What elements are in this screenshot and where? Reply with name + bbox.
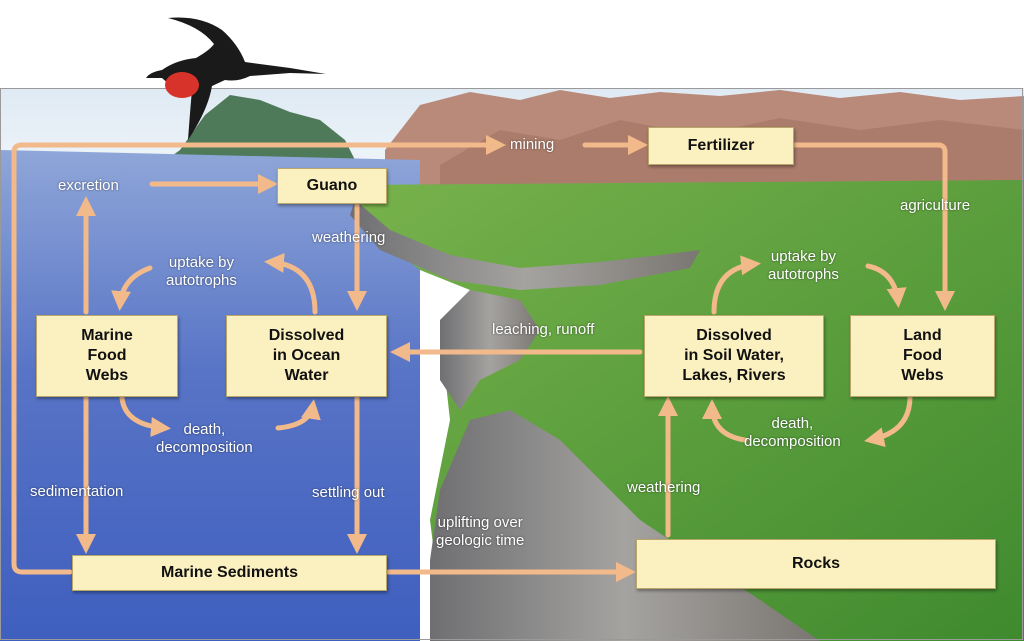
- rocks-box: Rocks: [636, 539, 996, 589]
- land-food-webs-box: Land Food Webs: [850, 315, 995, 397]
- arrow-death-land-b: [702, 399, 748, 443]
- frigatebird-icon: [146, 17, 326, 140]
- uptake-marine-label: uptake by autotrophs: [166, 254, 237, 289]
- weathering-guano-label: weathering: [312, 229, 386, 246]
- marine-sediments-box: Marine Sediments: [72, 555, 387, 591]
- fertilizer-box: Fertilizer: [648, 127, 794, 165]
- arrow-uptake-land-b: [865, 263, 907, 308]
- arrow-agriculture: [791, 142, 955, 311]
- arrow-uptake-marine-a: [264, 252, 318, 315]
- arrow-uplift-to-mining: [11, 135, 506, 575]
- dissolved-ocean-water-box: Dissolved in Ocean Water: [226, 315, 387, 397]
- leaching-runoff-label: leaching, runoff: [492, 321, 595, 338]
- arrow-death-marine-b: [275, 399, 321, 431]
- upper-cliff: [350, 200, 700, 290]
- frame: [0, 88, 1023, 640]
- death-decomposition-marine-label: death, decomposition: [156, 421, 253, 456]
- weathering-rocks-label: weathering: [627, 479, 701, 496]
- dissolved-soil-water-box: Dissolved in Soil Water, Lakes, Rivers: [644, 315, 824, 397]
- ocean: [0, 150, 420, 641]
- mining-label: mining: [510, 136, 555, 153]
- excretion-label: excretion: [58, 177, 119, 194]
- death-decomposition-land-label: death, decomposition: [744, 415, 841, 450]
- uptake-land-label: uptake by autotrophs: [768, 248, 839, 283]
- arrow-death-marine-a: [119, 395, 171, 437]
- arrow-uptake-land-a: [711, 255, 761, 315]
- uplifting-label: uplifting over geologic time: [436, 514, 525, 549]
- sedimentation-label: sedimentation: [30, 483, 124, 500]
- agriculture-label: agriculture: [900, 197, 971, 214]
- arrow-death-land-a: [864, 394, 913, 448]
- settling-out-label: settling out: [312, 484, 385, 501]
- arrow-uptake-marine-b: [111, 265, 153, 311]
- marine-food-webs-box: Marine Food Webs: [36, 315, 178, 397]
- guano-box: Guano: [277, 168, 387, 204]
